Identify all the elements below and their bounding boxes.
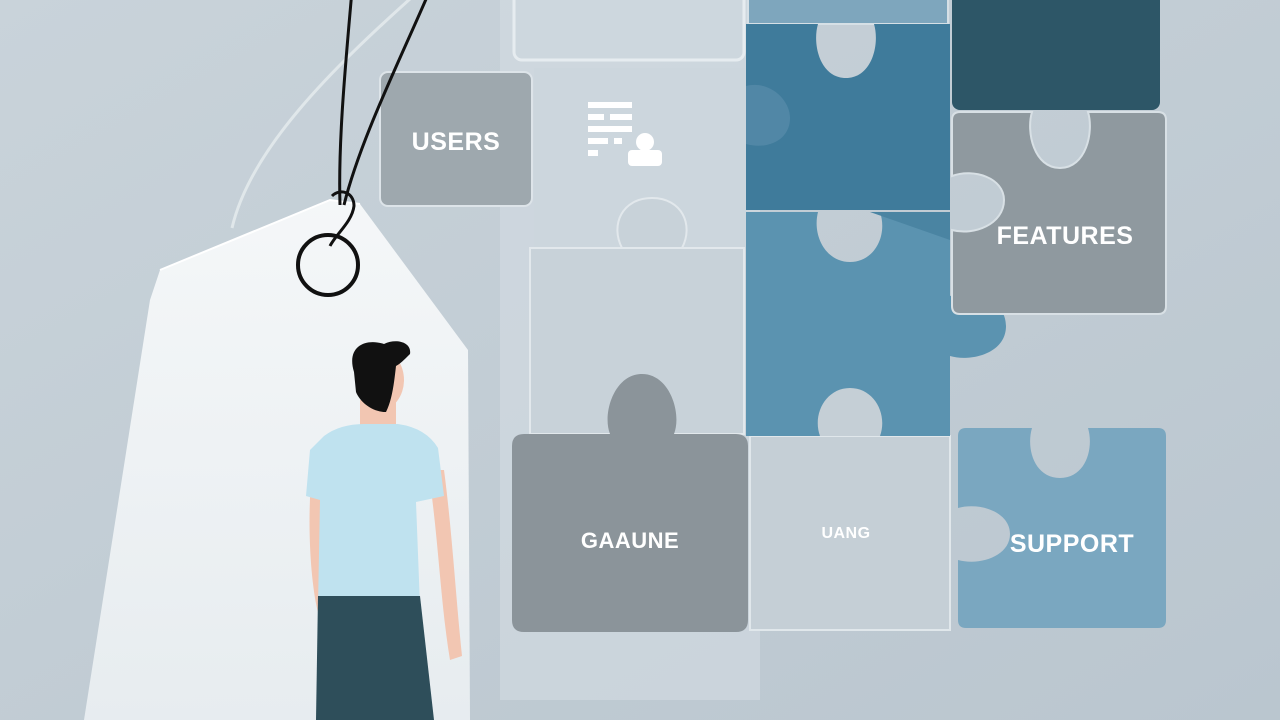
puzzle-piece-top [512,0,746,62]
tag-string-left [338,0,353,206]
puzzle-piece-dark [952,0,1160,110]
puzzle-tab-light [616,196,688,249]
users-label: USERS [412,128,501,156]
features-label: FEATURES [997,222,1134,250]
puzzle-tab-uang [817,388,883,436]
puzzle-piece-gaaune [512,374,748,632]
tag-edge [159,198,361,271]
puzzle-piece-blue-upper [746,24,950,210]
puzzle-piece-users [379,71,533,207]
puzzle-tab-blue-left [746,84,790,146]
tag-glare-line [230,0,412,229]
puzzle-piece-blue-middle [746,212,1006,436]
tag-string-right [342,0,428,206]
puzzle-shadow-edge [870,212,950,240]
person-shirt [306,424,444,606]
puzzle-piece-uang [749,435,951,631]
uang-label: UANG [821,525,870,542]
gaaune-label: GAAUNE [581,528,679,553]
puzzle-piece-blue-top [747,0,949,25]
puzzle-piece-support [958,428,1166,628]
support-label: SUPPORT [1010,530,1134,558]
user-list-icon [588,102,662,166]
person [306,341,462,720]
puzzle-piece-features [951,111,1167,315]
person-hair [352,341,411,412]
tag-hole-ring [296,233,360,297]
person-pants [316,596,434,720]
person-right-arm [428,470,462,660]
